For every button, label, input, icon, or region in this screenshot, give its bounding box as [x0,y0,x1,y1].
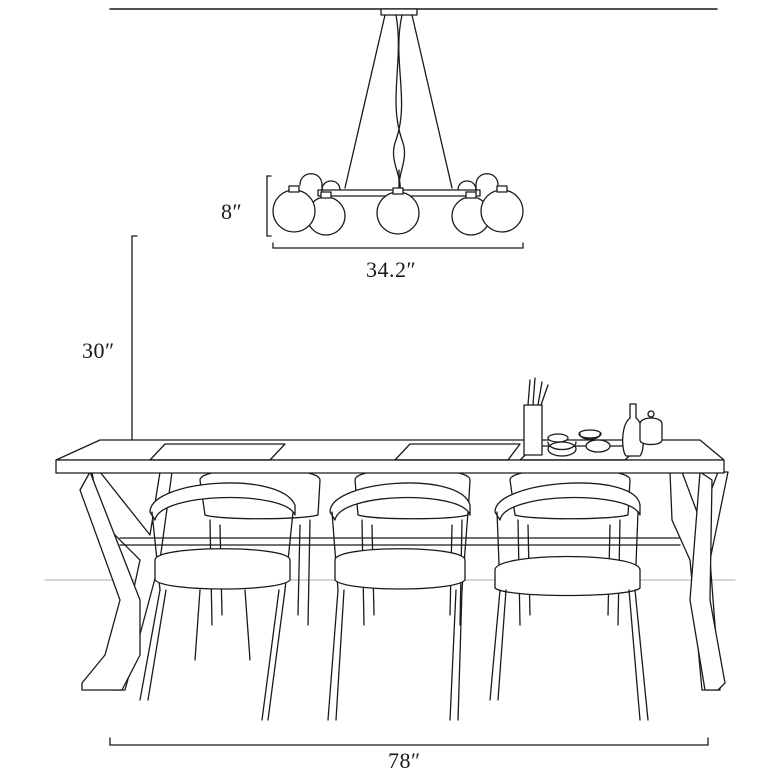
suspension-cable [344,14,386,189]
table-length-label: 78″ [388,748,421,773]
bowl [578,429,602,439]
center-cable [392,14,403,191]
tableware [523,377,663,457]
tabletop-edge [55,459,725,474]
globe-bulb [480,189,524,233]
drop-dimension-bracket [131,235,138,463]
bowl [585,439,611,453]
chandelier-arm [475,173,499,193]
chair-front-right [489,482,649,721]
chair-front-middle [327,482,471,721]
fixture-width-label: 34.2″ [366,257,417,282]
placemat [394,443,521,461]
utensil-holder [523,404,543,456]
chandelier-arm [457,180,477,191]
bottle [622,403,644,457]
table-length-bracket [109,737,709,746]
front-chairs [139,482,649,721]
globe-socket [465,191,477,199]
chandelier [272,8,524,236]
chair-front-left [139,482,296,721]
ceiling-canopy [380,8,418,16]
table-legs [79,471,729,691]
globe-socket [288,185,300,193]
globe-bulb [376,191,420,235]
chandelier-arm [321,180,341,191]
placemat [149,443,286,461]
globe-socket [392,187,404,195]
bowl [547,433,569,443]
globe-socket [496,185,508,193]
height-dimension-bracket [266,175,272,237]
fixture-height-label: 8″ [221,199,243,224]
globe-bulb [272,189,316,233]
drop-height-label: 30″ [82,338,115,363]
globe-socket [320,191,332,199]
teapot [639,417,663,446]
width-dimension-bracket [272,242,524,249]
chandelier-arm [299,173,323,193]
center-cable [395,14,406,191]
suspension-cable [411,14,453,189]
